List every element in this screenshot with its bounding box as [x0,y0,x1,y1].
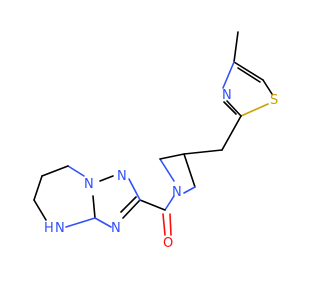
atom-h-amine: H [44,221,54,236]
bond-n2-c2t [128,178,141,201]
atom-n-pyrrolidine: N [172,185,182,200]
thiazole-ring [222,31,273,117]
bond-n-c4 [222,61,235,89]
amide-group [139,195,175,236]
bond-carbonyl-c2t [139,199,166,211]
bond-c2-n [226,100,242,117]
bond-c5-s [262,79,273,95]
bond-c2-n-double [223,101,237,115]
bond-ch2-ch2b [33,175,43,201]
bond-c3-c2p [183,153,196,188]
atom-s-thiazole: S [270,93,278,108]
bond-ch2-nh [33,199,47,221]
pyrimidine-ring [33,165,96,228]
bond-ch2-ch2 [41,165,69,177]
triazole-ring [92,175,141,228]
bond-carbonyl-o [162,213,166,236]
atom-o-carbonyl: O [163,236,173,251]
bond-c2t-n3 [122,199,141,219]
bond-ch2-c3 [183,149,223,155]
bond-c2t-n3-double [120,196,137,213]
atom-n-amine: N [55,221,65,236]
bond-c2p-n [183,186,196,194]
bond-n3-c3a [94,217,112,228]
bond-n-c5p [159,158,175,182]
bond-c4-c5 [233,61,264,81]
atom-n-triazole-2: N [117,169,127,184]
bond-nh-c3a [65,217,96,228]
bond-n1-n2 [99,175,114,182]
pyrrolidine-ring [159,115,242,194]
atom-n-triazole-1: N [84,177,94,192]
bond-n-carbonyl [164,195,175,211]
bond-c5p-c4p [159,153,185,160]
atom-n-thiazole: N [222,88,232,103]
molecule-structure: N S N N N N N H O [33,31,278,251]
molecule-canvas: N S N N N N N H O [33,31,278,251]
bond-c2-ch2 [221,115,242,151]
bond-methyl [233,31,239,63]
atom-n-triazole-3: N [111,221,121,236]
bond-carbonyl-o-double [169,213,172,236]
bond-c4-c5-double [237,67,261,83]
bond-n1-ch2 [67,165,85,177]
bond-c3a-n4 [92,195,96,219]
bond-s-c2 [240,103,269,117]
